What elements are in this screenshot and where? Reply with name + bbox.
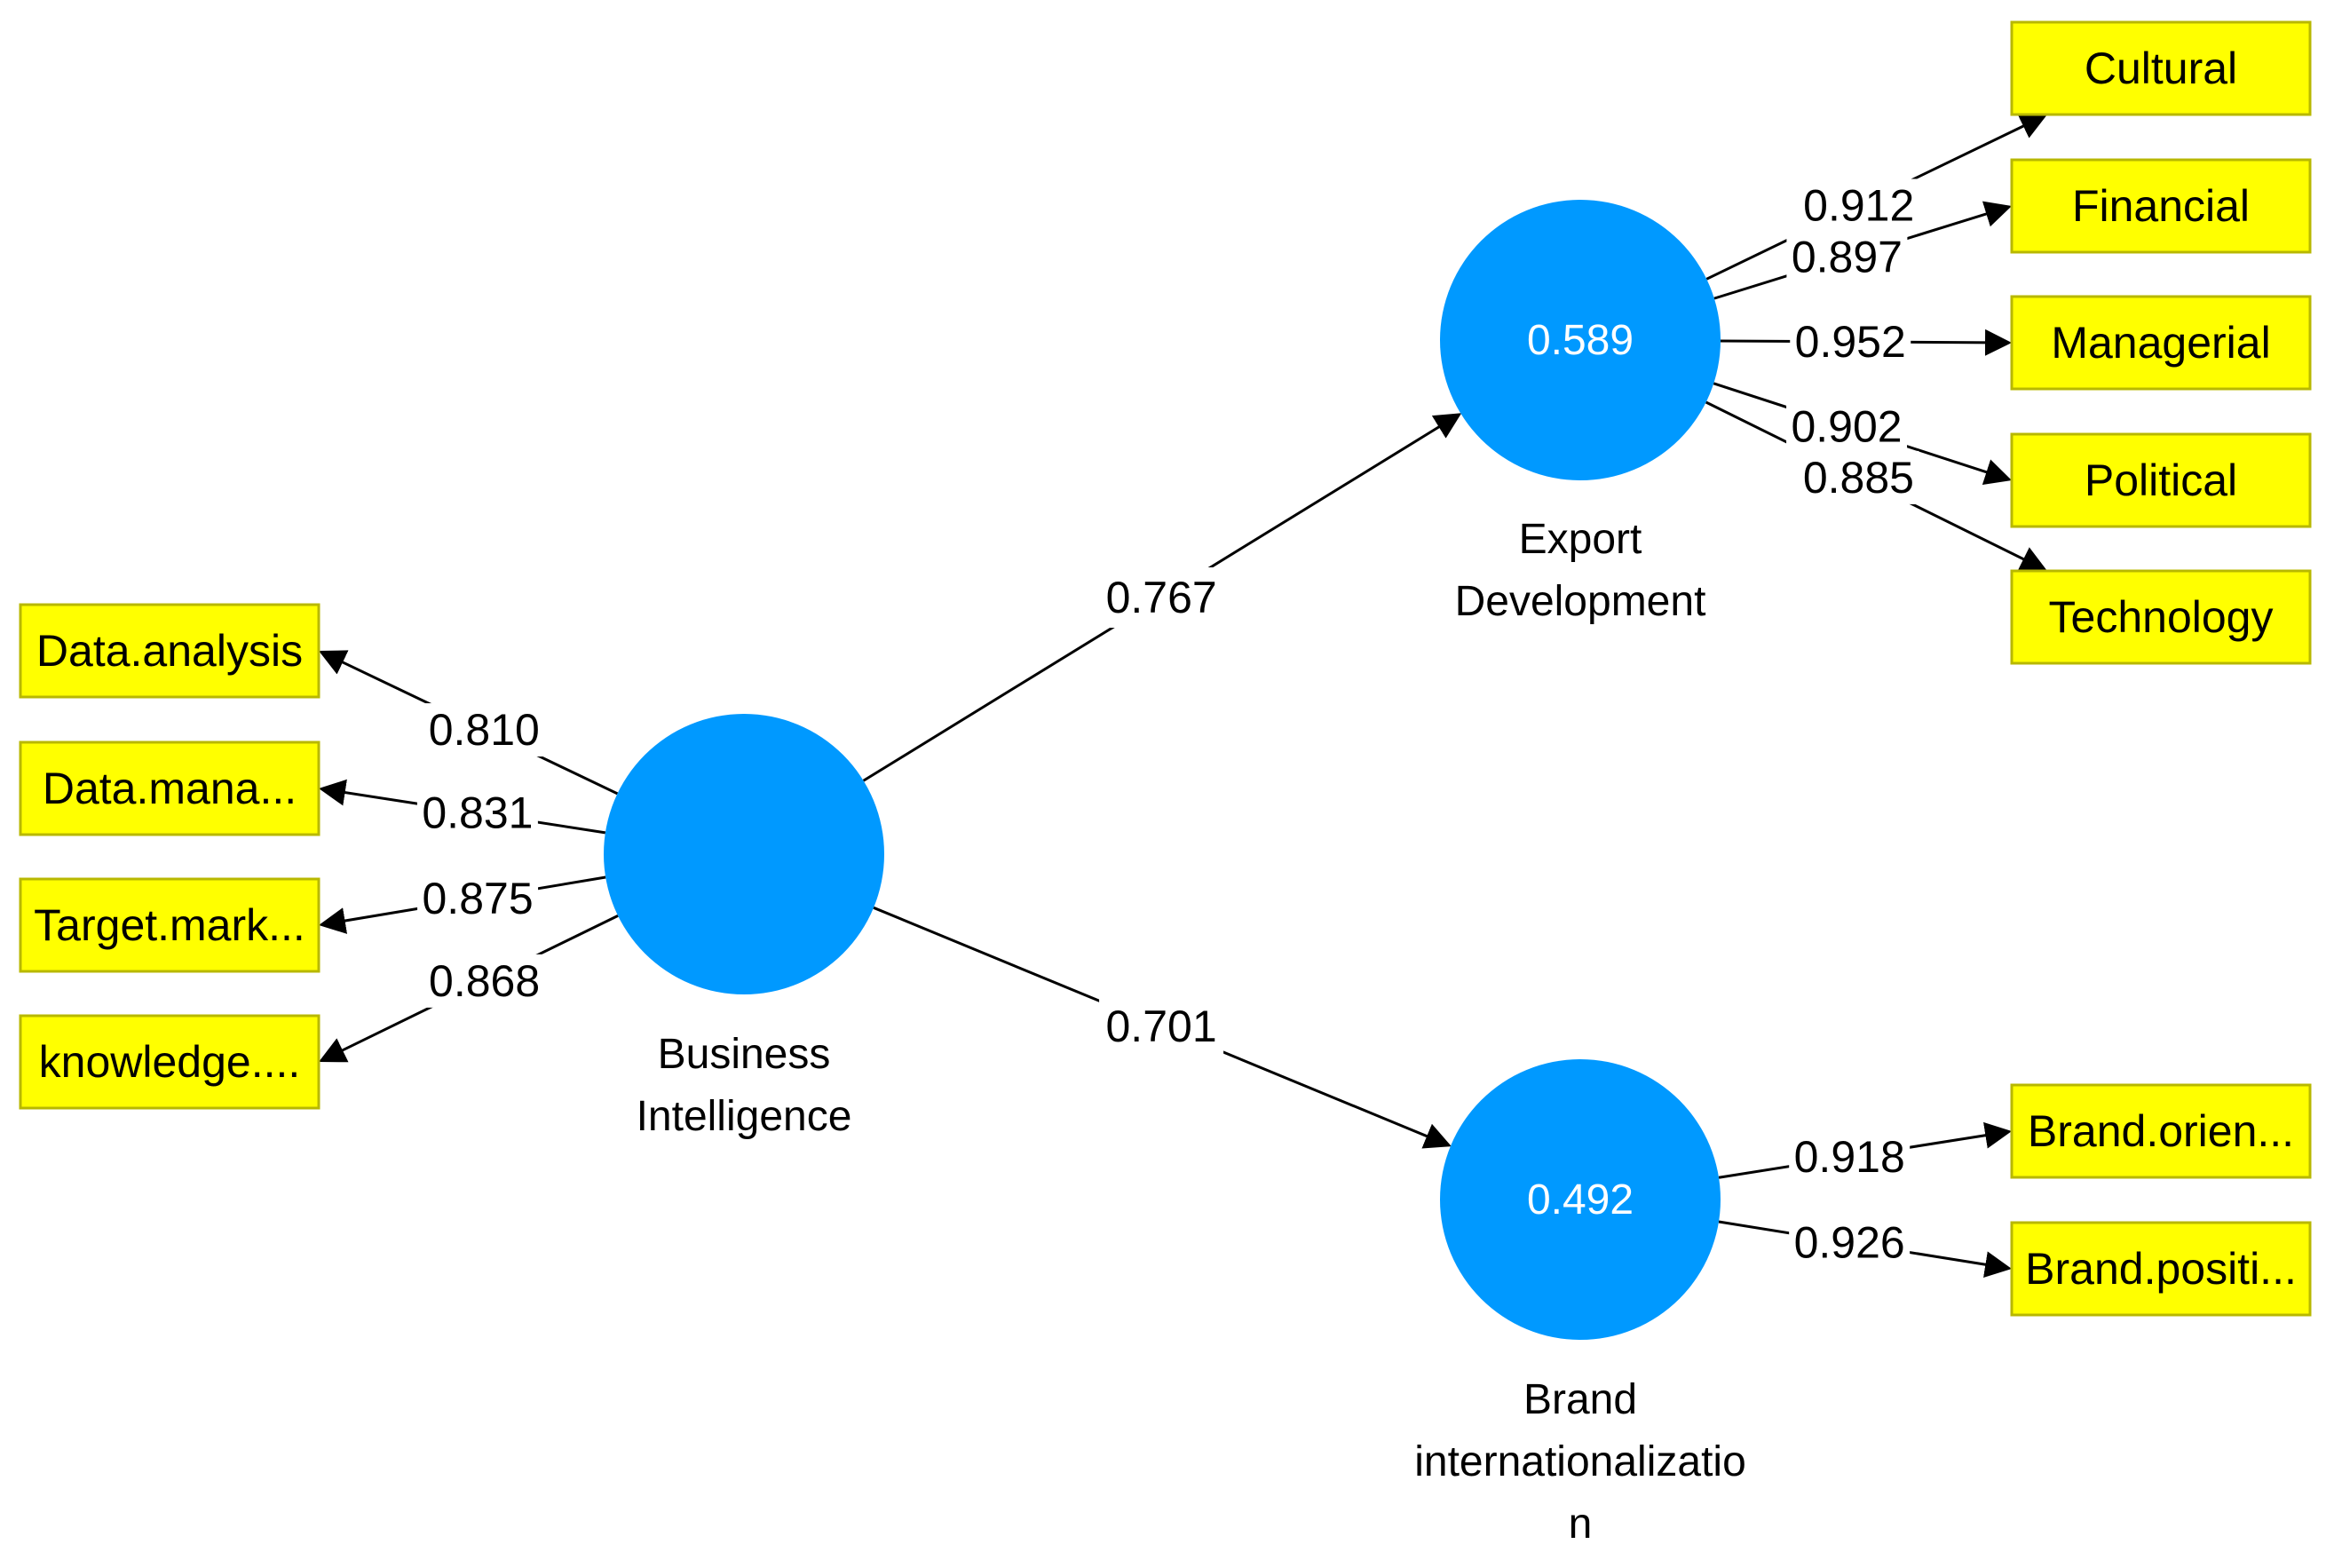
loading-value: 0.912 <box>1803 180 1914 230</box>
indicator-label: Brand.orien... <box>2028 1106 2294 1156</box>
construct-r2-value: 0.589 <box>1527 317 1634 364</box>
edges-layer <box>318 114 2048 1279</box>
path-coef-bg <box>1099 567 1224 629</box>
loading-bg <box>1798 178 1919 233</box>
indicator-label: Financial <box>2072 181 2250 231</box>
indicator-label: Data.analysis <box>36 626 303 676</box>
indicator-label: Technology <box>2049 592 2274 642</box>
indicator-label: Managerial <box>2051 318 2270 368</box>
construct-br[interactable] <box>1440 1059 1721 1340</box>
indicator-label: Cultural <box>2085 44 2237 93</box>
construct-name-line: Development <box>1455 578 1706 625</box>
construct-r2-value: 0.492 <box>1527 1176 1634 1224</box>
indicator-label: Target.mark... <box>34 900 305 950</box>
indicator-box[interactable] <box>2010 158 2312 254</box>
loading-value: 0.868 <box>429 956 540 1006</box>
indicator-box[interactable] <box>2010 1221 2312 1317</box>
construct-name-line: n <box>1569 1501 1593 1548</box>
indicator-box[interactable] <box>2010 20 2312 116</box>
indicator-box[interactable] <box>2010 1083 2312 1179</box>
loading-value: 0.875 <box>423 874 534 923</box>
construct-name-line: Business <box>658 1031 831 1078</box>
indicator-label: Data.mana... <box>43 764 297 813</box>
construct-bi[interactable] <box>604 714 884 994</box>
indicator-box[interactable] <box>19 740 320 836</box>
loading-bg <box>1786 400 1908 454</box>
path-coef-bg <box>1099 996 1224 1057</box>
loading-bg <box>1790 314 1911 368</box>
loading-bg <box>417 872 539 926</box>
loading-bg <box>1786 230 1908 284</box>
path-coefficient: 0.767 <box>1106 573 1217 622</box>
indicator-box[interactable] <box>19 1014 320 1110</box>
loading-value: 0.902 <box>1791 402 1902 452</box>
indicator-label: Political <box>2085 455 2237 505</box>
indicator-box[interactable] <box>2010 295 2312 391</box>
loading-bg <box>1789 1216 1911 1270</box>
path-coefficient: 0.701 <box>1106 1002 1217 1051</box>
indicator-label: knowledge.... <box>39 1037 301 1087</box>
loading-bg <box>1789 1129 1911 1184</box>
loading-value: 0.897 <box>1792 233 1903 282</box>
loading-value: 0.918 <box>1794 1132 1905 1182</box>
construct-name-line: internationalizatio <box>1414 1438 1746 1485</box>
loading-value: 0.952 <box>1795 317 1906 367</box>
labels-layer: 0.767 0.701 0.810 0.831 0.875 0.868 0.9120.897… <box>416 178 1919 1270</box>
construct-name-line: Brand <box>1523 1376 1637 1423</box>
indicator-box[interactable] <box>2010 432 2312 528</box>
indicator-box[interactable] <box>19 877 320 973</box>
construct-ed[interactable] <box>1440 200 1721 480</box>
loading-bg <box>423 954 545 1008</box>
indicator-box[interactable] <box>19 603 320 699</box>
construct-name-line: Intelligence <box>637 1093 852 1140</box>
indicator-label: Brand.positi... <box>2025 1244 2297 1294</box>
loading-value: 0.831 <box>422 788 533 838</box>
loading-bg <box>416 786 538 840</box>
loading-value: 0.885 <box>1803 453 1914 503</box>
construct-name-line: Export <box>1519 516 1642 563</box>
loading-bg <box>1798 450 1919 504</box>
loading-bg <box>423 703 545 757</box>
loading-value: 0.926 <box>1794 1218 1905 1268</box>
indicator-box[interactable] <box>2010 569 2312 665</box>
loading-value: 0.810 <box>429 705 540 755</box>
